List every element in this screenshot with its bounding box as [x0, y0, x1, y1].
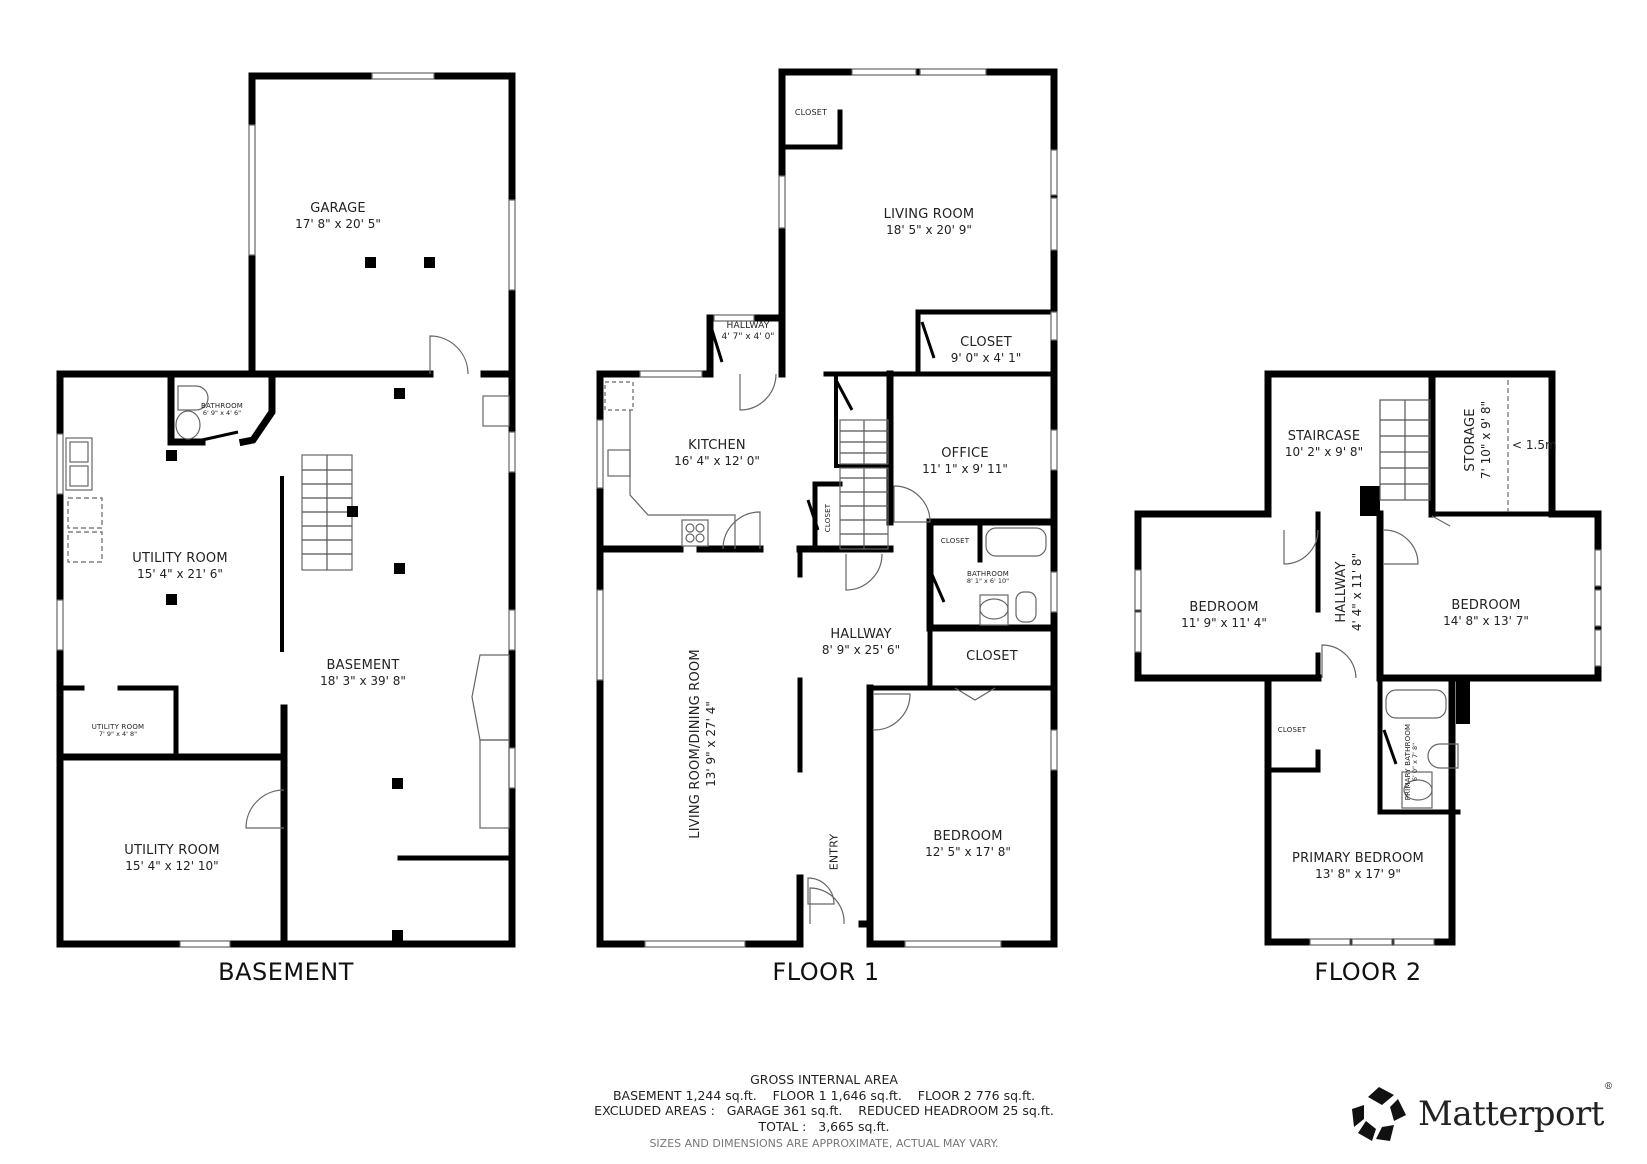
room-dimensions: 13' 8" x 17' 9": [1315, 866, 1401, 881]
room-name: STAIRCASE: [1287, 429, 1361, 445]
room-dimensions: 15' 4" x 21' 6": [137, 566, 223, 581]
room-name: BEDROOM: [1451, 598, 1521, 614]
room-dimensions: 18' 3" x 39' 8": [320, 673, 406, 688]
room-label-bedroom-left: BEDROOM 11' 9" x 11' 4": [1181, 600, 1267, 630]
floor-title-basement: BASEMENT: [218, 958, 354, 986]
room-label-bedroom-floor1: BEDROOM 12' 5" x 17' 8": [925, 829, 1011, 859]
room-label-bathroom-floor1: BATHROOM 8' 1" x 6' 10": [967, 570, 1009, 586]
room-label-closet-living: CLOSET 9' 0" x 4' 1": [951, 335, 1022, 365]
floor-title-floor1: FLOOR 1: [772, 958, 880, 986]
room-label-utility-room-small: UTILITY ROOM 7' 9" x 4' 8": [92, 723, 145, 739]
room-name: LIVING ROOM/DINING ROOM: [688, 649, 704, 839]
room-name: HALLWAY: [830, 627, 892, 643]
room-label-hallway-floor2: HALLWAY 4' 4" x 11' 8": [1334, 553, 1364, 631]
garage-walls: [248, 72, 516, 378]
room-dimensions: 4' 4" x 11' 8": [1349, 552, 1364, 632]
room-dimensions: 14' 8" x 13' 7": [1443, 613, 1529, 628]
room-dimensions: 8' 9" x 25' 6": [821, 642, 901, 657]
room-label-utility-room-main: UTILITY ROOM 15' 4" x 21' 6": [132, 551, 228, 581]
room-name: KITCHEN: [688, 438, 746, 454]
room-dimensions: 7' 9" x 4' 8": [98, 730, 138, 739]
room-label-entry: ENTRY: [827, 834, 840, 871]
room-label-closet-hall: CLOSET: [966, 649, 1018, 665]
brand-name: Matterport ®: [1418, 1082, 1613, 1134]
room-dimensions: 11' 1" x 9' 11": [922, 461, 1008, 476]
room-dimensions: 9' 0" x 4' 1": [950, 350, 1022, 365]
room-name: BATHROOM: [200, 401, 244, 410]
floor-title-floor2: FLOOR 2: [1314, 958, 1422, 986]
room-name: BEDROOM: [1189, 600, 1259, 616]
room-dimensions: 11' 9" x 11' 4": [1181, 615, 1267, 630]
room-label-living-room: LIVING ROOM 18' 5" x 20' 9": [884, 207, 975, 237]
room-dimensions: 13' 9" x 27' 4": [703, 701, 718, 787]
room-label-garage: GARAGE 17' 8" x 20' 5": [295, 201, 381, 231]
room-name: BEDROOM: [933, 829, 1003, 845]
room-name: OFFICE: [941, 446, 989, 462]
room-label-basement-bathroom: BATHROOM 6' 9" x 4' 6": [201, 402, 243, 418]
room-name: PRIMARY BEDROOM: [1292, 851, 1424, 867]
room-label-primary-bathroom: PRIMARY BATHROOM 6' 0" x 7' 8": [1404, 724, 1420, 801]
registered-mark: ®: [1603, 1082, 1613, 1092]
reduced-headroom-marker: < 1.5m: [1512, 438, 1557, 452]
room-dimensions: 7' 10" x 9' 8": [1478, 400, 1493, 480]
room-label-living-dining-room: LIVING ROOM/DINING ROOM 13' 9" x 27' 4": [688, 649, 718, 838]
room-label-kitchen: KITCHEN 16' 4" x 12' 0": [674, 438, 760, 468]
room-name: BATHROOM: [966, 569, 1010, 578]
room-name: BASEMENT: [326, 658, 400, 674]
room-label-primary-bedroom: PRIMARY BEDROOM 13' 8" x 17' 9": [1292, 851, 1424, 881]
room-name: STORAGE: [1463, 408, 1479, 472]
room-dimensions: 12' 5" x 17' 8": [925, 844, 1011, 859]
summary-floor-areas: BASEMENT 1,244 sq.ft. FLOOR 1 1,646 sq.f…: [612, 1087, 1036, 1103]
room-label-basement: BASEMENT 18' 3" x 39' 8": [320, 658, 406, 688]
summary-disclaimer: SIZES AND DIMENSIONS ARE APPROXIMATE, AC…: [649, 1137, 999, 1150]
room-name: HALLWAY: [726, 321, 770, 332]
area-summary: GROSS INTERNAL AREA BASEMENT 1,244 sq.ft…: [594, 1072, 1054, 1152]
room-label-closet-floor2: CLOSET: [1278, 726, 1306, 734]
room-dimensions: 6' 9" x 4' 6": [202, 409, 242, 418]
room-dimensions: 17' 8" x 20' 5": [295, 216, 381, 231]
room-name: ENTRY: [827, 833, 841, 871]
brand-wordmark: Matterport: [1418, 1094, 1604, 1134]
room-name: UTILITY ROOM: [132, 551, 228, 567]
room-label-office: OFFICE 11' 1" x 9' 11": [922, 446, 1008, 476]
matterport-logo-icon: [1352, 1087, 1406, 1141]
room-label-utility-room-lower: UTILITY ROOM 15' 4" x 12' 10": [124, 843, 220, 873]
room-label-closet-bath: CLOSET: [941, 537, 969, 545]
room-name: CLOSET: [1277, 725, 1307, 734]
room-name: GARAGE: [310, 201, 366, 217]
matterport-logo: Matterport ®: [1350, 1082, 1613, 1143]
room-label-hallway: HALLWAY 8' 9" x 25' 6": [822, 627, 900, 657]
room-name: CLOSET: [940, 536, 970, 545]
room-name: UTILITY ROOM: [124, 843, 220, 859]
room-name: CLOSET: [823, 503, 832, 533]
room-name: HALLWAY: [1334, 561, 1350, 623]
room-label-staircase: STAIRCASE 10' 2" x 9' 8": [1285, 429, 1363, 459]
room-dimensions: 6' 0" x 7' 8": [1411, 742, 1420, 782]
room-name: UTILITY ROOM: [91, 722, 145, 731]
room-label-bedroom-right: BEDROOM 14' 8" x 13' 7": [1443, 598, 1529, 628]
room-dimensions: 10' 2" x 9' 8": [1284, 444, 1364, 459]
room-label-hallway-small: HALLWAY 4' 7" x 4' 0": [722, 321, 775, 343]
room-name: CLOSET: [966, 649, 1018, 665]
summary-total: TOTAL : 3,665 sq.ft.: [758, 1118, 890, 1134]
room-label-closet-stair: CLOSET: [824, 504, 832, 532]
summary-excluded-areas: EXCLUDED AREAS : GARAGE 361 sq.ft. REDUC…: [594, 1103, 1054, 1118]
room-dimensions: 4' 7" x 4' 0": [721, 332, 775, 342]
summary-heading: GROSS INTERNAL AREA: [750, 1072, 898, 1087]
room-name: CLOSET: [794, 108, 828, 118]
room-name: LIVING ROOM: [883, 207, 975, 223]
room-dimensions: 8' 1" x 6' 10": [966, 577, 1010, 586]
room-dimensions: 16' 4" x 12' 0": [674, 453, 760, 468]
room-dimensions: 18' 5" x 20' 9": [886, 222, 972, 237]
room-label-storage: STORAGE 7' 10" x 9' 8": [1463, 401, 1493, 479]
room-label-closet-top: CLOSET: [795, 108, 827, 118]
room-dimensions: 15' 4" x 12' 10": [125, 858, 219, 873]
room-name: CLOSET: [960, 335, 1012, 351]
